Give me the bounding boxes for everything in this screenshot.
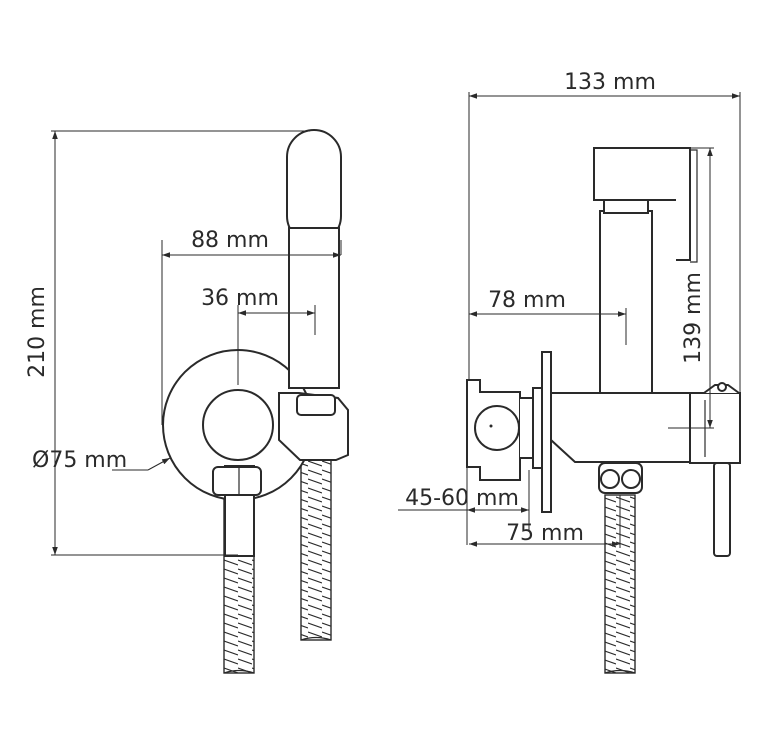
side-handset <box>593 147 698 394</box>
front-holder <box>278 392 349 461</box>
dim-88 <box>161 240 342 425</box>
side-wall-flange <box>466 351 552 513</box>
front-handset <box>286 129 342 389</box>
label-133: 133 mm <box>564 70 656 95</box>
dim-133 <box>468 92 741 393</box>
front-left-connector <box>212 465 262 557</box>
side-hose <box>604 494 636 674</box>
front-view: 210 mm 88 mm 36 mm Ø75 mm <box>25 129 349 674</box>
front-right-hose <box>300 457 332 641</box>
label-36: 36 mm <box>201 286 279 311</box>
label-210: 210 mm <box>25 286 50 378</box>
side-body <box>550 392 691 463</box>
label-75: 75 mm <box>506 521 584 546</box>
label-78: 78 mm <box>488 288 566 313</box>
front-lever-knob <box>202 389 274 461</box>
label-139: 139 mm <box>681 272 706 364</box>
dim-diameter <box>112 457 171 471</box>
label-45-60: 45-60 mm <box>405 486 519 511</box>
dim-139 <box>690 147 714 429</box>
dim-45-60 <box>398 467 530 545</box>
side-view: 133 mm 78 mm 139 mm 45-60 mm 75 mm <box>398 70 741 674</box>
label-diameter: Ø75 mm <box>32 448 127 473</box>
dim-210 <box>51 130 310 556</box>
dim-78 <box>469 308 627 345</box>
side-lever <box>689 382 741 557</box>
label-88: 88 mm <box>191 228 269 253</box>
dim-75 <box>469 495 621 548</box>
side-bottom-connector <box>598 462 643 494</box>
dim-36 <box>237 305 316 385</box>
